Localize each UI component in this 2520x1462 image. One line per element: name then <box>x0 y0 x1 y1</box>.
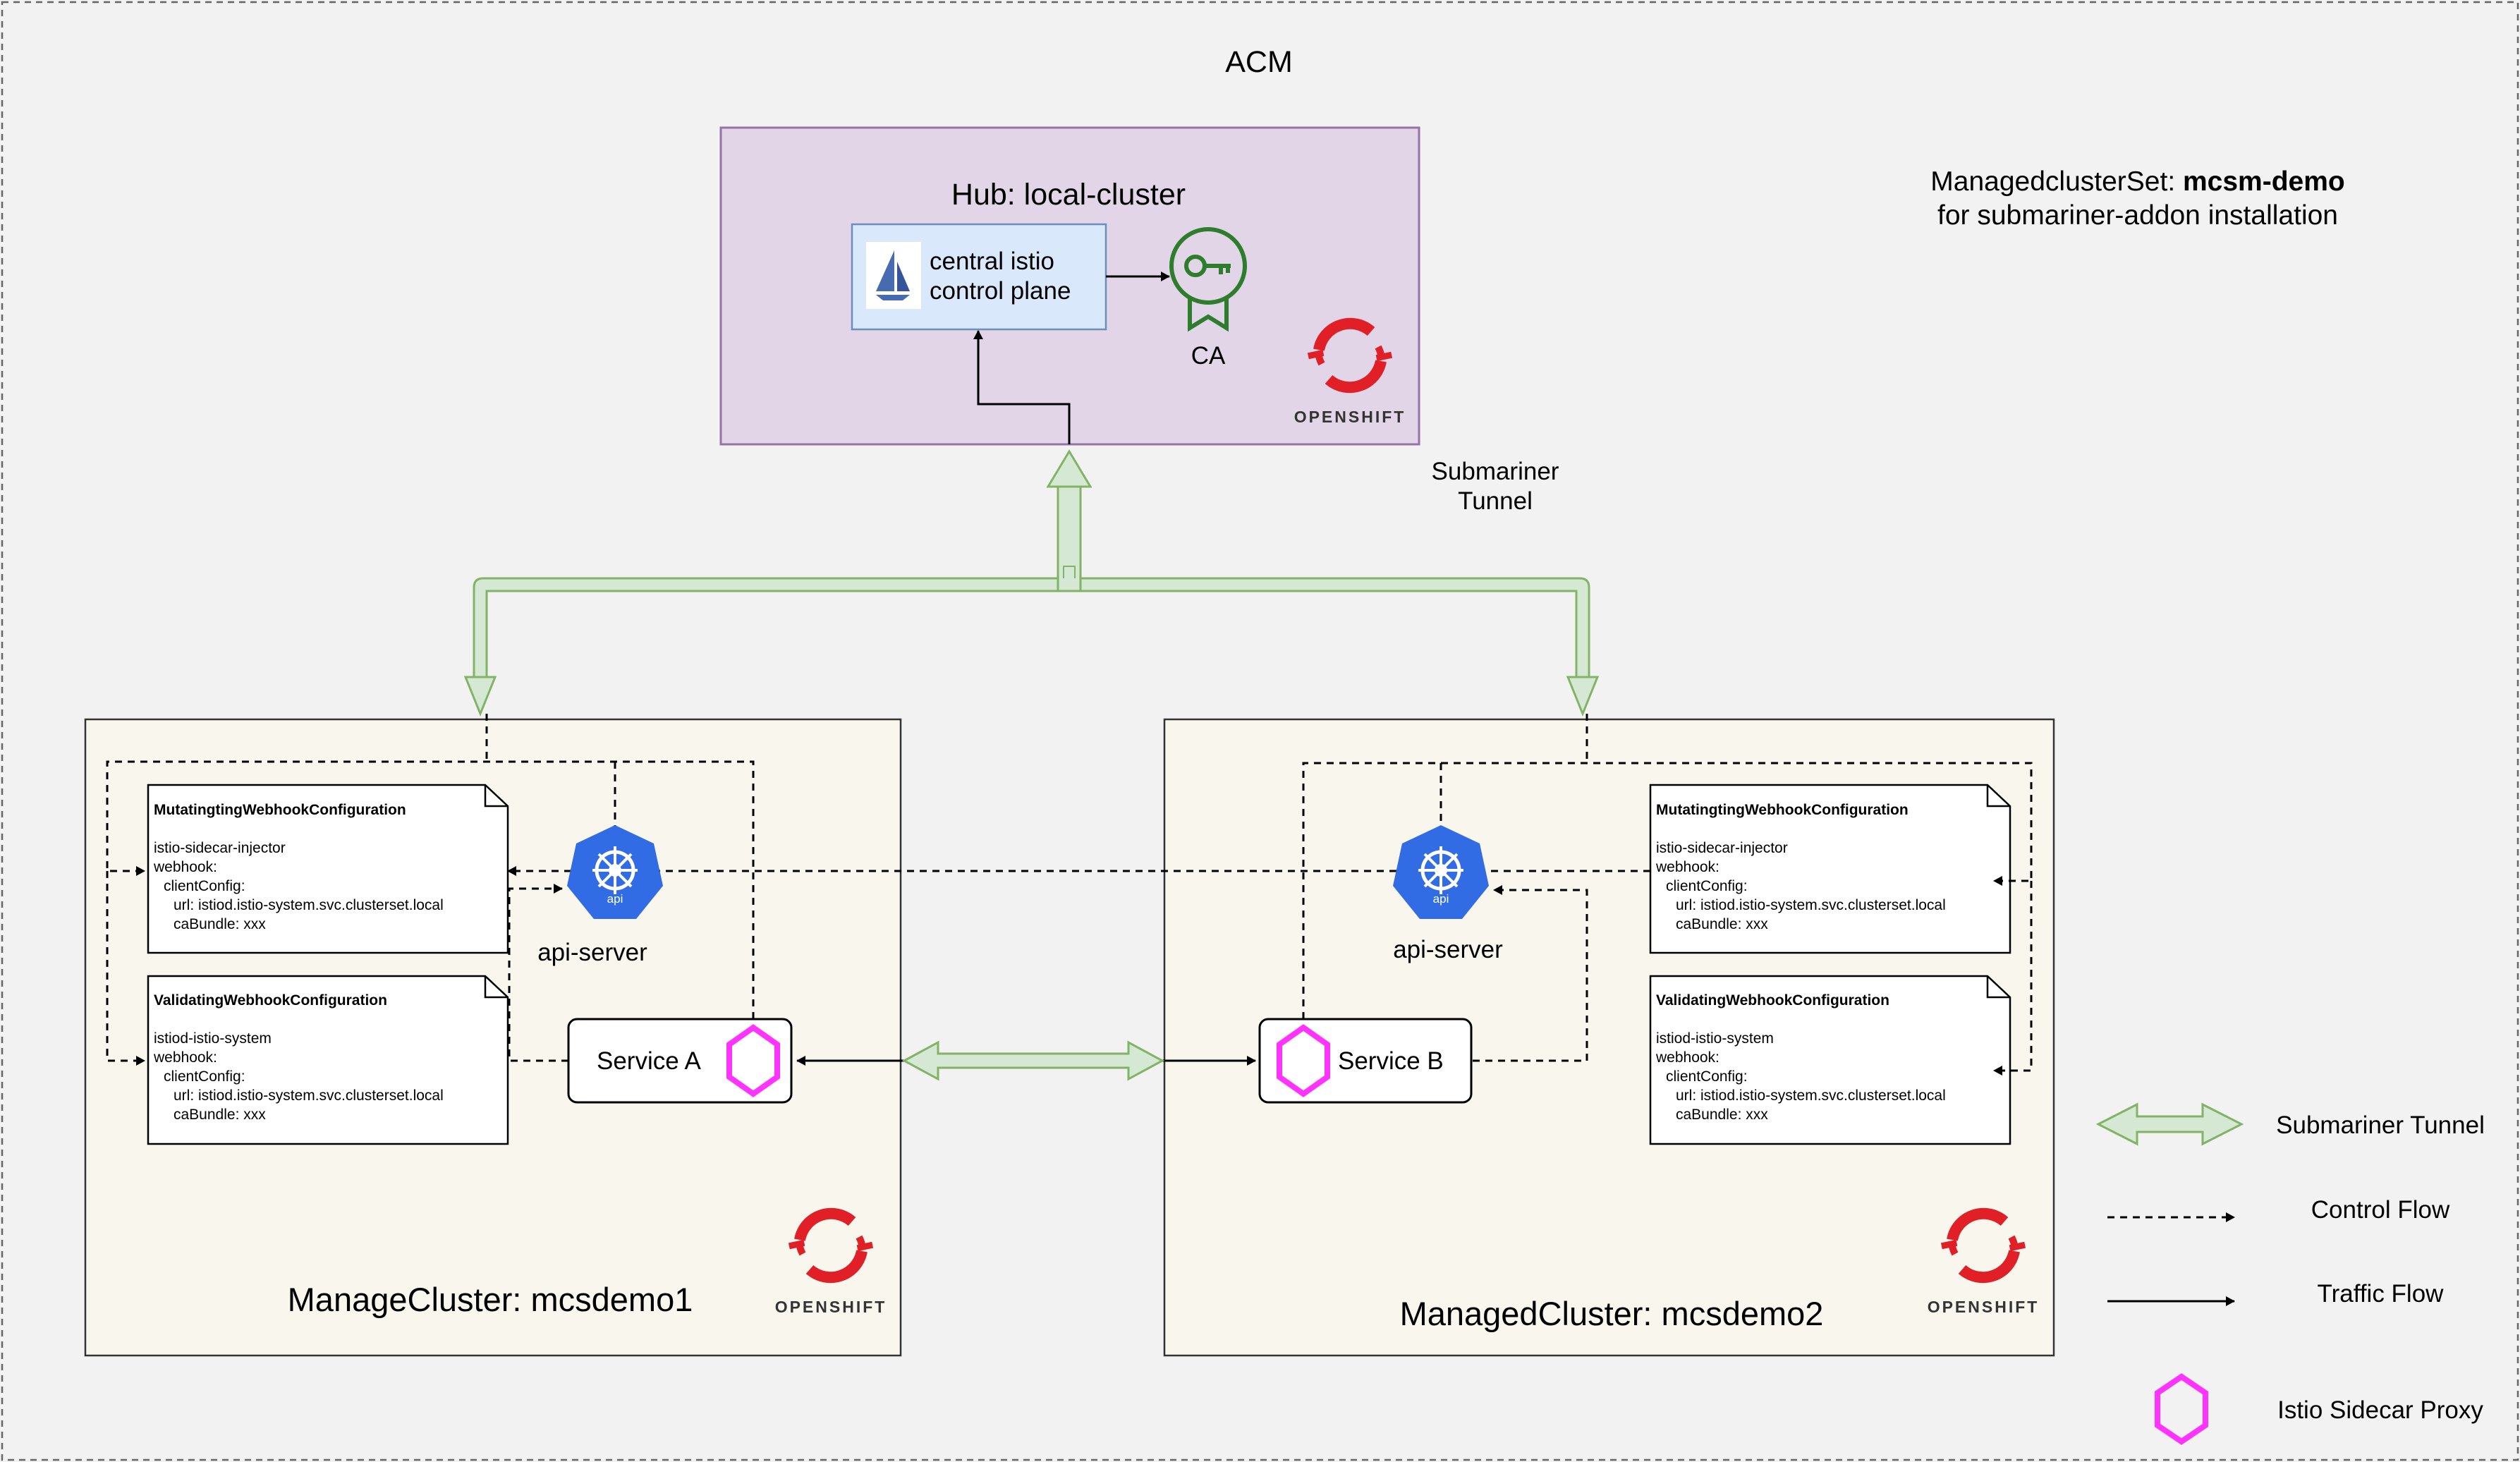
hub-title: Hub: local-cluster <box>951 178 1186 212</box>
cluster1-api-badge: api <box>607 892 623 906</box>
clusterset-subtitle: for submariner-addon installation <box>1937 200 2338 231</box>
legend-control-label: Control Flow <box>2311 1196 2450 1224</box>
legend-sidecar-hexagon-icon <box>2155 1373 2208 1445</box>
service-a-sidecar-hexagon-icon <box>726 1024 780 1097</box>
cluster1-api-server-label: api-server <box>537 939 647 966</box>
legend-tunnel-label: Submariner Tunnel <box>2276 1111 2485 1139</box>
service-b-sidecar-hexagon-icon <box>1277 1024 1330 1097</box>
control-plane-label: central istio control plane <box>930 248 1071 305</box>
cluster2-api-server-label: api-server <box>1393 936 1503 963</box>
cluster2-validating-text: ValidatingWebhookConfiguration istiod-is… <box>1656 992 1946 1123</box>
submariner-tunnel-shape <box>463 449 1600 717</box>
istio-sail-icon <box>866 242 921 309</box>
cluster1-validating-text: ValidatingWebhookConfiguration istiod-is… <box>154 992 444 1123</box>
cluster2-api-badge: api <box>1432 892 1449 906</box>
cluster2-mutating-text: MutatingtingWebhookConfiguration istio-s… <box>1656 802 1946 932</box>
legend-tunnel-arrow <box>2095 1102 2244 1146</box>
cluster2-control-flow <box>1302 714 2033 1076</box>
service-b-label[interactable]: Service B <box>1338 1047 1444 1075</box>
tunnel-to-control-plane-line <box>973 330 1071 444</box>
acm-title: ACM <box>1225 45 1293 79</box>
legend-proxy-label: Istio Sidecar Proxy <box>2277 1396 2483 1424</box>
ca-certificate-icon <box>1169 227 1247 332</box>
legend-traffic-label: Traffic Flow <box>2317 1280 2444 1308</box>
cluster2-openshift-label: OPENSHIFT <box>1927 1298 2040 1316</box>
cluster1-mutating-text: MutatingtingWebhookConfiguration istio-s… <box>154 802 444 932</box>
cluster1-openshift-label: OPENSHIFT <box>774 1298 887 1316</box>
cluster1-title: ManageCluster: mcsdemo1 <box>287 1281 693 1318</box>
tunnel-label: Submariner Tunnel <box>1431 458 1559 515</box>
cluster2-title: ManagedCluster: mcsdemo2 <box>1399 1295 1824 1332</box>
ca-label: CA <box>1191 342 1226 370</box>
cluster1-control-flow <box>106 714 1650 1066</box>
hub-openshift-label: OPENSHIFT <box>1294 408 1406 426</box>
service-b-box[interactable] <box>1258 1018 1473 1104</box>
cluster-tunnel-arrow <box>901 1040 1165 1081</box>
service-a-label[interactable]: Service A <box>597 1047 701 1075</box>
clusterset-title: ManagedclusterSet: mcsm-demo <box>1930 166 2345 197</box>
